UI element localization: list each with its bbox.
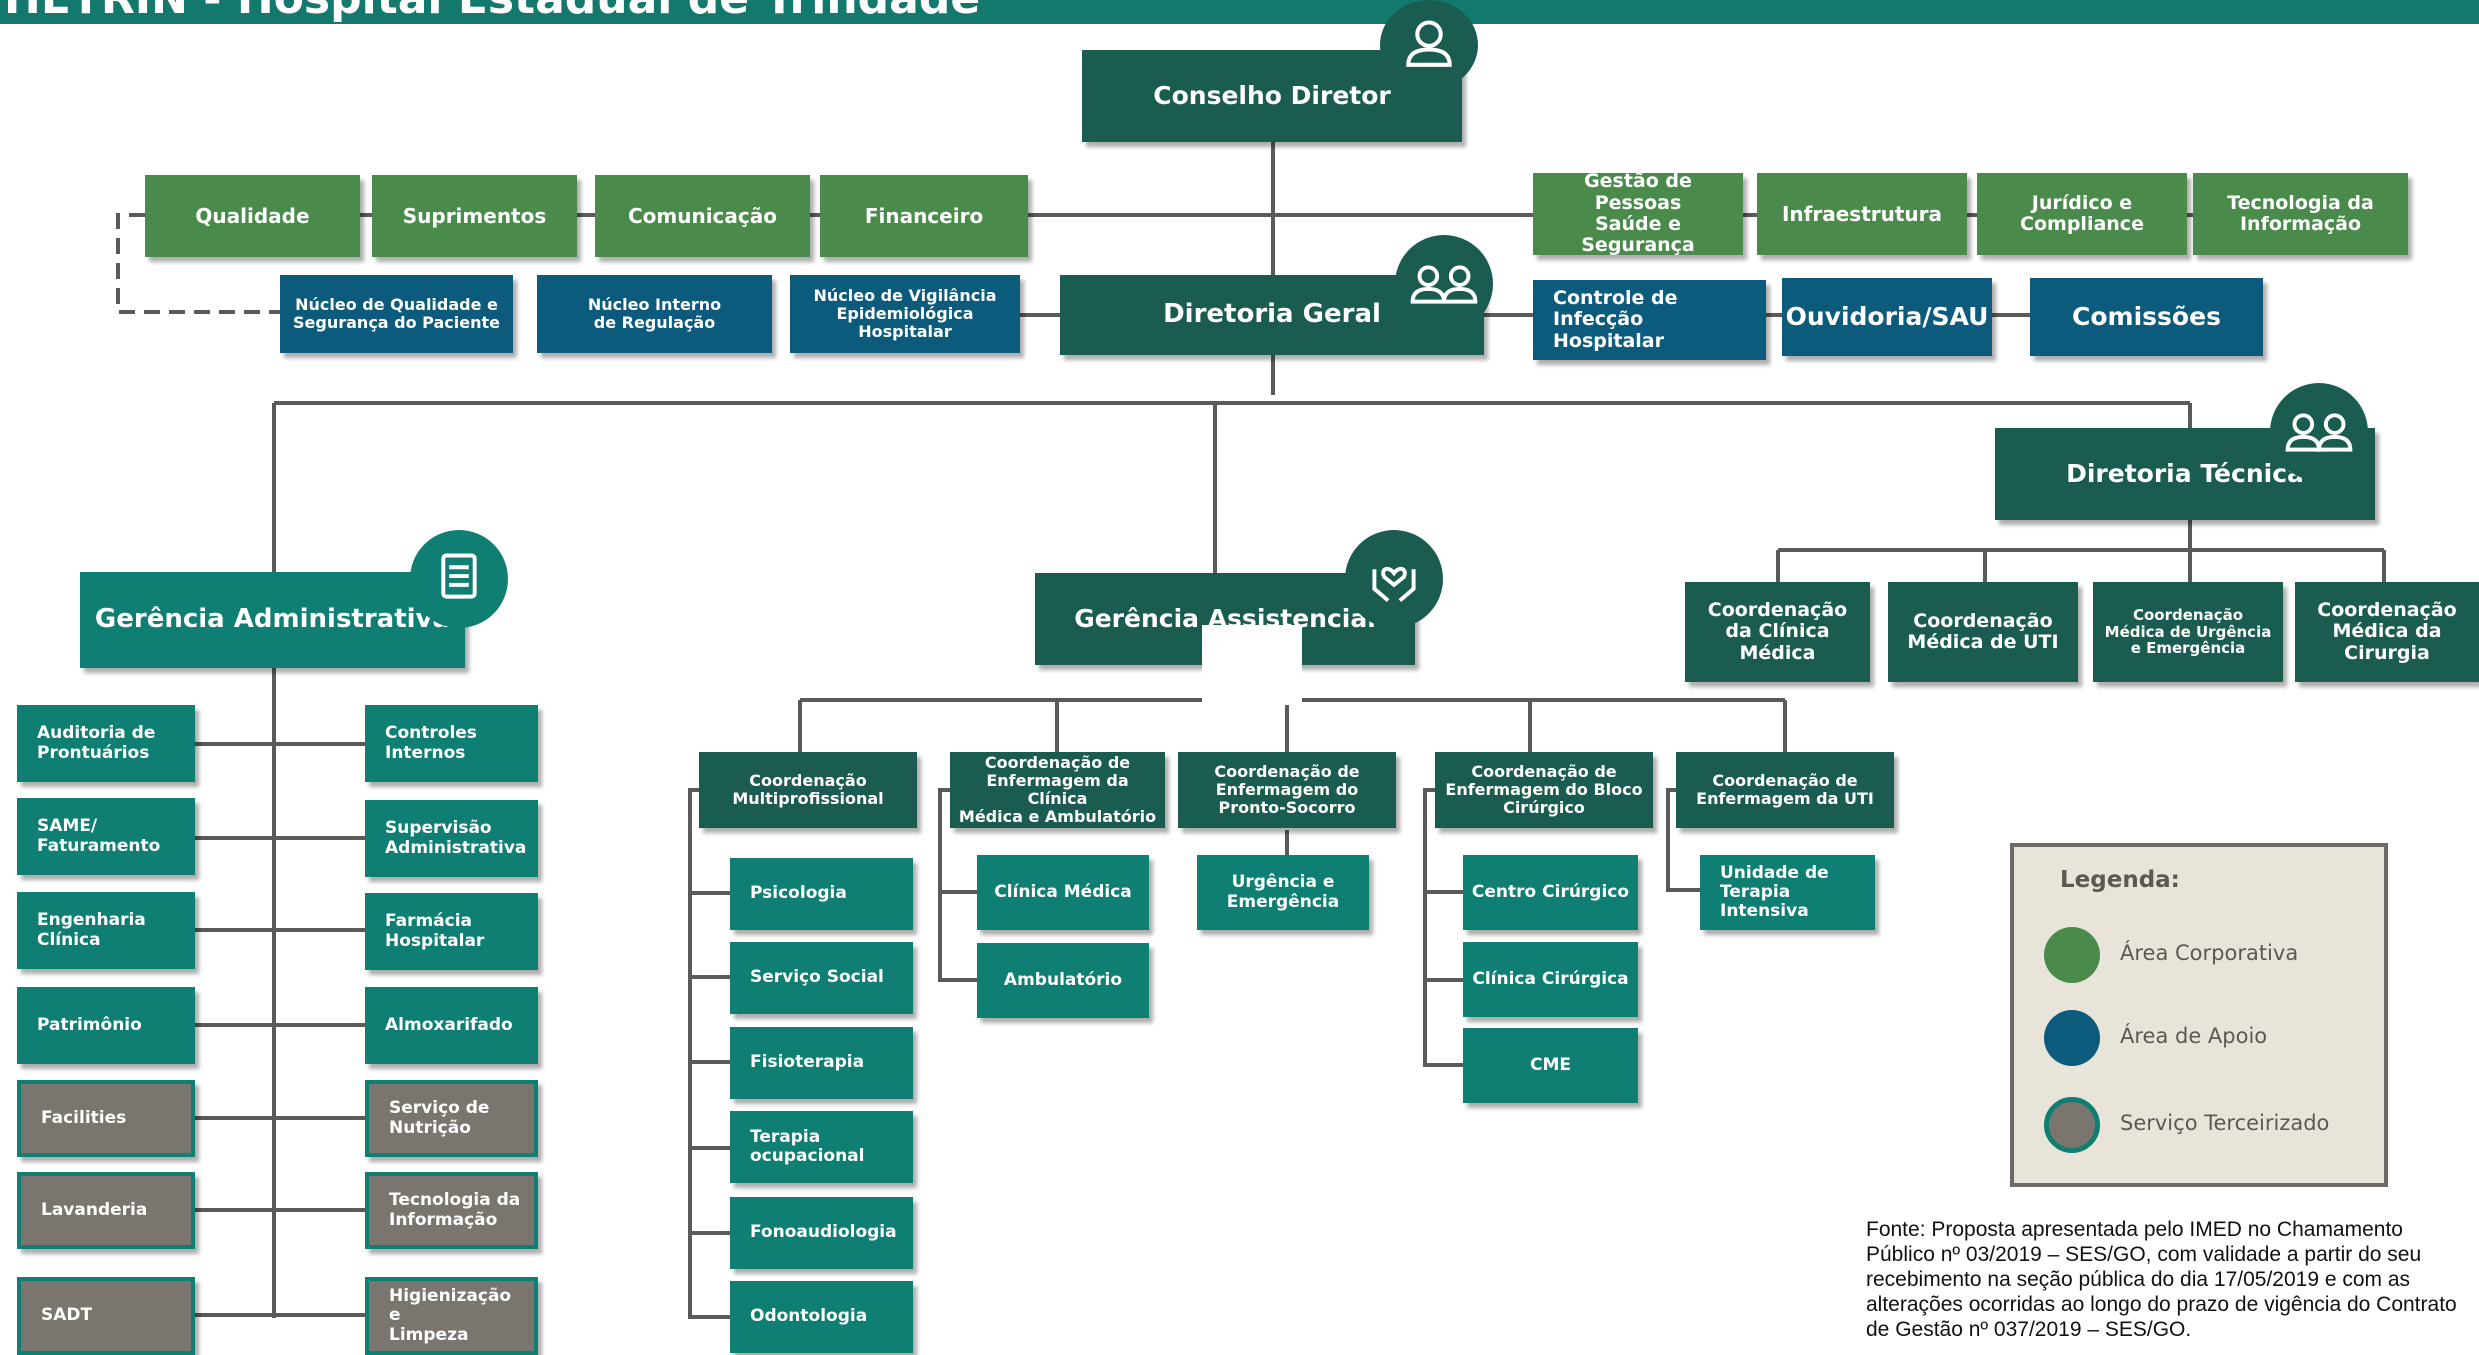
ouvidoria-box: Ouvidoria/SAU (1782, 278, 1992, 356)
farmacia-hospitalar-box: Farmácia Hospitalar (365, 893, 538, 970)
controles-internos-box: Controles Internos (365, 705, 538, 782)
coord-medica-cirurgia-box: Coordenação Médica da Cirurgia (2295, 582, 2479, 682)
controle-infeccao-box: Controle de Infecção Hospitalar (1533, 280, 1766, 360)
conselho-diretor-box: Conselho Diretor (1082, 50, 1462, 142)
coord-enf-bloco-cirurgico-box: Coordenação de Enfermagem do Bloco Cirúr… (1435, 752, 1653, 828)
coord-multiprofissional-box: Coordenação Multiprofissional (699, 752, 917, 828)
gerencia-administrativa-box: Gerência Administrativa (80, 572, 465, 668)
legend-swatch-terceirizado (2044, 1097, 2100, 1153)
cme-box: CME (1463, 1028, 1638, 1103)
tecnologia-informacao-corp-box: Tecnologia da Informação (2193, 173, 2408, 255)
document-icon (410, 530, 508, 628)
coord-clinica-medica-box: Coordenação da Clínica Médica (1685, 582, 1870, 682)
coord-enf-uti-box: Coordenação de Enfermagem da UTI (1676, 752, 1894, 828)
juridico-compliance-box: Jurídico e Compliance (1977, 173, 2187, 255)
legend-label-terceirizado: Serviço Terceirizado (2120, 1111, 2330, 1135)
coord-enf-clinica-medica-box: Coordenação de Enfermagem da Clínica Méd… (950, 752, 1165, 828)
same-faturamento-box: SAME/ Faturamento (17, 798, 195, 875)
caring-hands-icon (1345, 530, 1443, 628)
coord-enf-pronto-socorro-box: Coordenação de Enfermagem do Pronto-Soco… (1178, 752, 1396, 828)
coord-medica-uti-box: Coordenação Médica de UTI (1888, 582, 2078, 682)
urgencia-emergencia-box: Urgência e Emergência (1197, 855, 1369, 930)
auditoria-prontuarios-box: Auditoria de Prontuários (17, 705, 195, 782)
unidade-terapia-intensiva-box: Unidade de Terapia Intensiva (1700, 855, 1875, 930)
nucleo-vigilancia-box: Núcleo de Vigilância Epidemiológica Hosp… (790, 275, 1020, 353)
redaction-block (1202, 625, 1302, 705)
facilities-box: Facilities (17, 1080, 195, 1157)
servico-social-box: Serviço Social (730, 942, 913, 1014)
odontologia-box: Odontologia (730, 1281, 913, 1353)
infraestrutura-box: Infraestrutura (1757, 173, 1967, 255)
legend: Legenda: Área Corporativa Área de Apoio … (2010, 843, 2388, 1187)
clinica-medica-box: Clínica Médica (977, 855, 1149, 930)
higienizacao-limpeza-box: Higienização e Limpeza (365, 1277, 538, 1355)
ambulatorio-box: Ambulatório (977, 943, 1149, 1018)
single-person-icon (1380, 0, 1478, 90)
comunicacao-box: Comunicação (595, 175, 810, 257)
financeiro-box: Financeiro (820, 175, 1028, 257)
legend-swatch-apoio (2044, 1010, 2100, 1066)
lavanderia-box: Lavanderia (17, 1172, 195, 1249)
centro-cirurgico-box: Centro Cirúrgico (1463, 855, 1638, 930)
almoxarifado-box: Almoxarifado (365, 987, 538, 1064)
suprimentos-box: Suprimentos (372, 175, 577, 257)
legend-swatch-corporativa (2044, 927, 2100, 983)
coord-medica-urgencia-box: Coordenação Médica de Urgência e Emergên… (2093, 582, 2283, 682)
header-bar: HETRIN - Hospital Estadual de Trindade (0, 0, 2479, 24)
nucleo-regulacao-box: Núcleo Interno de Regulação (537, 275, 772, 353)
sadt-box: SADT (17, 1277, 195, 1355)
fonoaudiologia-box: Fonoaudiologia (730, 1197, 913, 1269)
comissoes-box: Comissões (2030, 278, 2263, 356)
two-persons-icon (1395, 235, 1493, 333)
legend-title: Legenda: (2060, 867, 2180, 893)
nucleo-qualidade-box: Núcleo de Qualidade e Segurança do Pacie… (280, 275, 513, 353)
supervisao-administrativa-box: Supervisão Administrativa (365, 800, 538, 877)
legend-label-corporativa: Área Corporativa (2120, 941, 2299, 965)
gestao-pessoas-box: Gestão de Pessoas Saúde e Segurança (1533, 171, 1743, 256)
legend-label-apoio: Área de Apoio (2120, 1024, 2268, 1048)
page-title: HETRIN - Hospital Estadual de Trindade (4, 0, 980, 24)
source-note: Fonte: Proposta apresentada pelo IMED no… (1866, 1218, 2457, 1341)
tecnologia-informacao-adm-box: Tecnologia da Informação (365, 1172, 538, 1249)
engenharia-clinica-box: Engenharia Clínica (17, 892, 195, 969)
fisioterapia-box: Fisioterapia (730, 1027, 913, 1099)
two-persons-icon (2270, 383, 2368, 481)
psicologia-box: Psicologia (730, 858, 913, 930)
terapia-ocupacional-box: Terapia ocupacional (730, 1111, 913, 1183)
qualidade-box: Qualidade (145, 175, 360, 257)
patrimonio-box: Patrimônio (17, 987, 195, 1064)
clinica-cirurgica-box: Clínica Cirúrgica (1463, 942, 1638, 1017)
servico-nutricao-box: Serviço de Nutrição (365, 1080, 538, 1157)
